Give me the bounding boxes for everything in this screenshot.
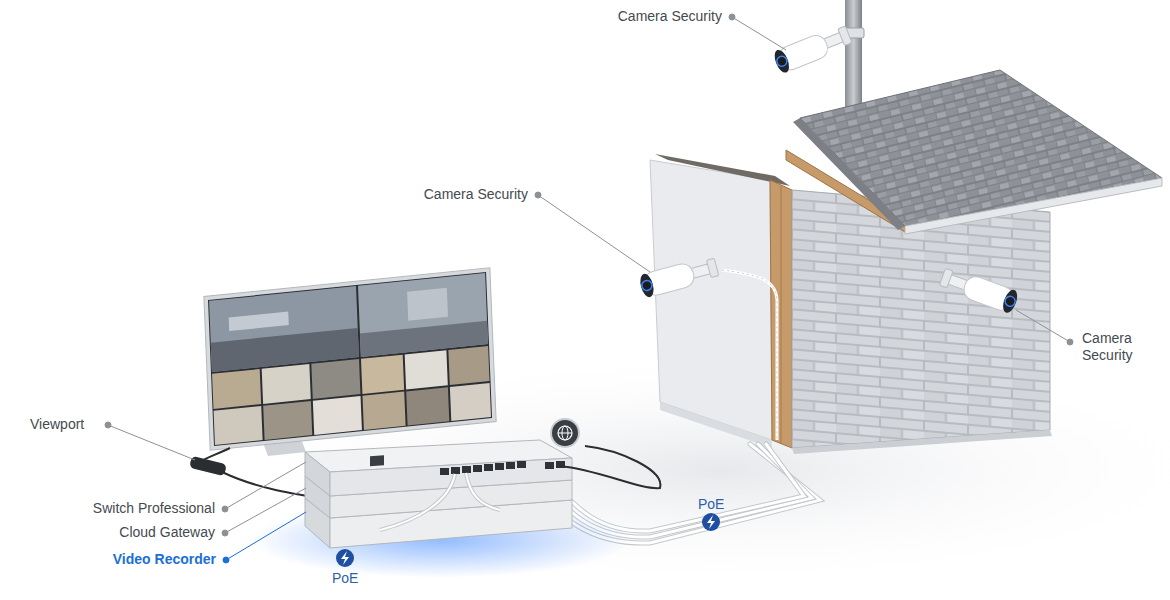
callout-label: Cloud Gateway: [119, 524, 215, 541]
network-stack-part-part: [484, 464, 493, 471]
building-part: [722, 270, 777, 440]
network-stack: [305, 440, 572, 548]
security-camera-part: [838, 26, 852, 46]
viewport-device-part: [189, 456, 227, 476]
monitor-part-part: [313, 396, 362, 435]
security-camera: [938, 265, 1020, 314]
leader-lines-part: [222, 506, 228, 512]
network-stack-part: [305, 452, 330, 496]
network-stack-part-part: [451, 467, 460, 474]
security-camera-part: [1004, 295, 1017, 308]
internet-icon: [551, 419, 579, 447]
monitor-part-part: [450, 383, 491, 421]
monitor-part-part: [209, 286, 359, 372]
building-part: [650, 160, 772, 440]
monitor-part-part: [311, 359, 360, 399]
callout-label: Switch Professional: [93, 500, 215, 517]
network-stack-part: [440, 461, 565, 475]
patch-cables-part: [466, 473, 500, 510]
building-part: [905, 178, 1162, 234]
monitor-part-part: [212, 369, 261, 409]
poe-badge: [702, 513, 720, 531]
internet-icon-part: [558, 433, 572, 434]
monitor-part-part: [363, 392, 406, 430]
monitor-part-part: [407, 288, 448, 321]
callout-label: Video Recorder: [113, 551, 216, 568]
internet-icon-part: [558, 426, 572, 440]
network-stack-part-part: [495, 463, 504, 470]
poe-badge-part: [707, 515, 715, 529]
network-stack-part: [370, 455, 384, 466]
leader-lines-part: [223, 557, 229, 563]
monitor-part-part: [229, 311, 289, 331]
network-stack-part-part: [506, 462, 515, 469]
network-stack-part-part: [545, 462, 554, 469]
security-camera: [638, 255, 720, 298]
callout-label: Viewport: [30, 416, 84, 433]
building-part: [781, 186, 782, 444]
building-part: [770, 180, 792, 448]
building-part: [800, 70, 1162, 226]
internet-icon-part: [551, 419, 579, 447]
monitor-part-part: [361, 355, 404, 394]
leader-lines-part: [729, 14, 735, 20]
leader-lines-part: [225, 488, 306, 533]
leader-lines-part: [105, 422, 111, 428]
leader-lines-part: [732, 17, 786, 50]
monitor-part-part: [204, 268, 496, 451]
building-part: [792, 430, 1052, 454]
leader-lines-part: [1016, 310, 1070, 342]
poe-badge-part: [702, 513, 720, 531]
patch-cables-part: [466, 473, 500, 510]
monitor-part-part: [263, 401, 312, 440]
monitor-part-part: [214, 406, 263, 445]
patch-cables-part: [380, 474, 455, 530]
network-stack-part-part: [473, 465, 482, 472]
security-camera-part: [939, 268, 953, 288]
network-stack-part-part: [462, 466, 471, 473]
building-part: [660, 402, 772, 448]
monitor-part-part: [208, 272, 492, 446]
building-part: [722, 270, 777, 440]
poe-badge-part: [336, 549, 354, 567]
leader-lines-part: [225, 462, 306, 509]
building-part: [793, 118, 905, 230]
patch-cables-part: [380, 474, 455, 530]
callout-label: Camera Security: [424, 186, 528, 203]
callout-label: PoE: [332, 570, 358, 587]
network-stack-part-part: [517, 461, 526, 468]
leader-lines-part: [538, 195, 650, 272]
building: [650, 70, 1162, 454]
network-stack-part: [330, 458, 572, 496]
callout-label: Camera Security: [618, 8, 722, 25]
monitor: [204, 268, 496, 456]
leader-lines-part: [1067, 339, 1073, 345]
security-camera-part: [638, 272, 656, 298]
monitor-part-part: [405, 350, 448, 389]
monitor-part-part: [448, 346, 489, 385]
leader-lines-part: [535, 192, 541, 198]
poe-badge: [336, 549, 354, 567]
poe-badge-part: [341, 551, 349, 565]
leader-lines-part: [226, 512, 306, 560]
patch-cables-part: [560, 446, 660, 488]
security-camera-part: [775, 55, 788, 68]
callout-label: Camera Security: [1082, 330, 1154, 364]
network-stack-part-part: [440, 468, 449, 475]
leader-lines-part: [108, 425, 195, 460]
monitor-part: [204, 268, 496, 451]
leader-lines-part: [222, 530, 228, 536]
monitor-part-part: [358, 273, 488, 357]
leader-lines: [105, 14, 1073, 563]
security-camera-part: [706, 258, 718, 277]
security-camera-part: [641, 279, 653, 291]
patch-cables: [380, 446, 660, 530]
monitor-part-part: [406, 387, 449, 425]
monitor-part-part: [262, 364, 311, 404]
security-camera-part: [772, 48, 792, 75]
callout-label: PoE: [698, 496, 724, 513]
